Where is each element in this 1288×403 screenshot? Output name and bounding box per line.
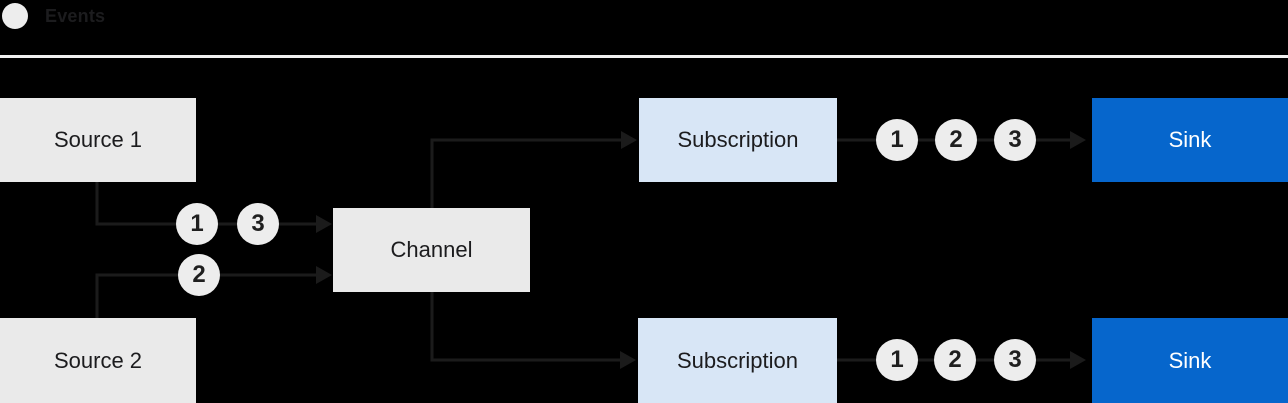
event-marker-bottom-3: 3	[994, 339, 1036, 381]
event-marker-2: 2	[178, 254, 220, 296]
connector-channel-to-subscription-top	[430, 138, 622, 208]
node-source-2: Source 2	[0, 318, 196, 403]
arrowhead-to-sink-top	[1070, 131, 1086, 149]
arrowhead-to-subscription-bottom	[620, 351, 636, 369]
event-marker-top-1: 1	[876, 119, 918, 161]
legend: Events	[2, 3, 105, 29]
connector-channel-to-subscription-bottom	[430, 292, 621, 362]
arrowhead-to-channel-top	[316, 215, 332, 233]
legend-label: Events	[45, 5, 106, 26]
event-marker-top-2: 2	[935, 119, 977, 161]
separator-line	[0, 55, 1288, 58]
node-source-1-label: Source 1	[53, 127, 143, 152]
node-subscription-top: Subscription	[639, 98, 837, 182]
node-subscription-bottom: Subscription	[638, 318, 837, 403]
arrowhead-to-subscription-top	[621, 131, 637, 149]
event-marker-3: 3	[237, 203, 279, 245]
node-source-1: Source 1	[0, 98, 196, 182]
connector-source2-to-channel	[95, 273, 317, 318]
arrowhead-to-sink-bottom	[1070, 351, 1086, 369]
event-marker-top-3: 3	[994, 119, 1036, 161]
event-circle-icon	[2, 3, 28, 29]
event-marker-bottom-2: 2	[934, 339, 976, 381]
event-marker-bottom-1: 1	[876, 339, 918, 381]
node-subscription-bottom-label: Subscription	[676, 347, 799, 373]
node-source-2-label: Source 2	[53, 347, 143, 373]
node-channel: Channel	[333, 208, 530, 292]
event-marker-1: 1	[176, 203, 218, 245]
node-sink-bottom-label: Sink	[1168, 347, 1212, 373]
node-sink-top: Sink	[1092, 98, 1288, 182]
node-channel-label: Channel	[390, 237, 473, 262]
node-sink-bottom: Sink	[1092, 318, 1288, 403]
arrowhead-to-channel-bottom	[316, 266, 332, 284]
node-subscription-top-label: Subscription	[677, 127, 799, 152]
node-sink-top-label: Sink	[1168, 127, 1212, 152]
